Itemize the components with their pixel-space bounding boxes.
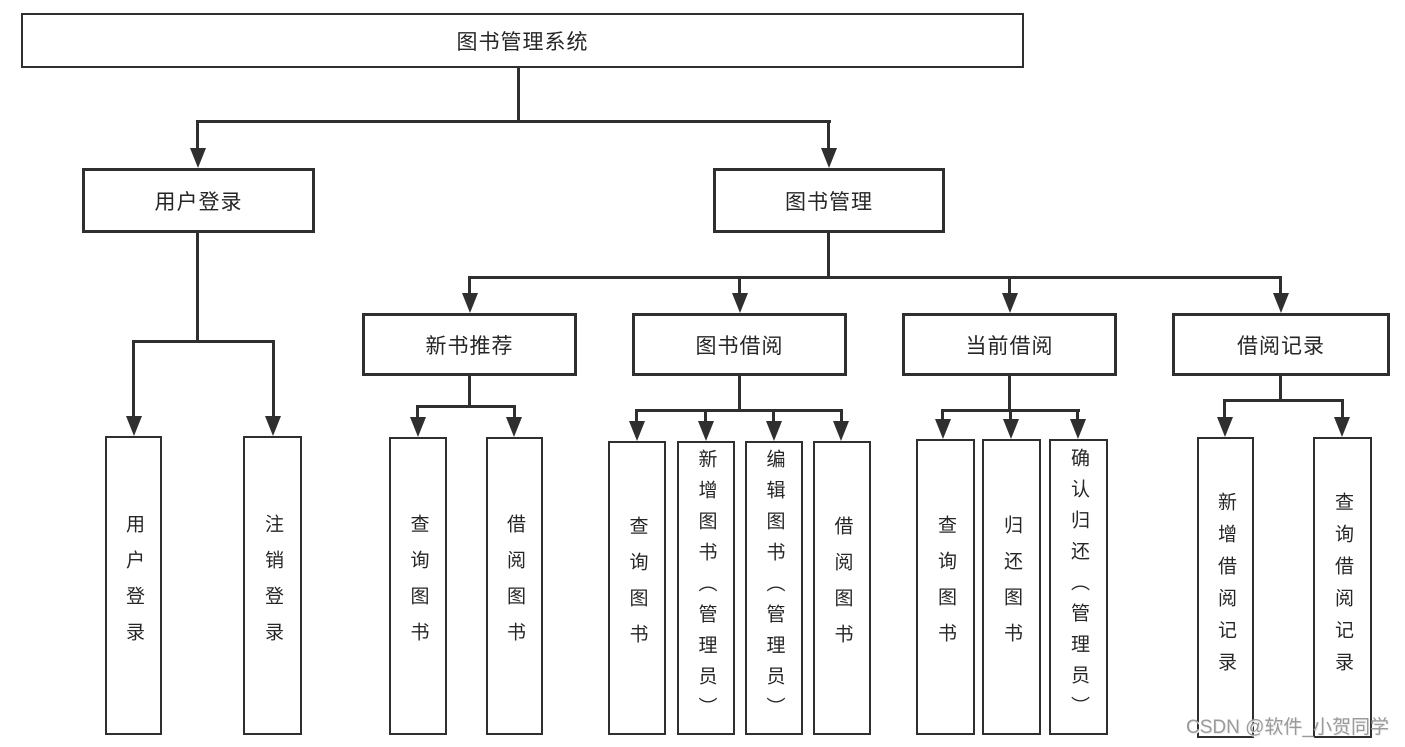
connector-line	[1008, 376, 1011, 412]
arrowhead-icon	[1070, 419, 1086, 439]
arrowhead-icon	[265, 416, 281, 436]
connector-line	[704, 409, 707, 423]
arrowhead-icon	[462, 293, 478, 313]
connector-line	[1279, 376, 1282, 402]
connector-line	[513, 405, 516, 419]
connector-line	[1279, 276, 1282, 295]
connector-line	[132, 340, 275, 343]
connector-line	[1223, 399, 1344, 402]
connector-line	[468, 276, 1282, 279]
connector-line	[941, 409, 944, 421]
arrowhead-icon	[833, 421, 849, 441]
arrowhead-icon	[629, 421, 645, 441]
connector-line	[1076, 409, 1079, 421]
arrowhead-icon	[1002, 293, 1018, 313]
connector-line	[416, 405, 419, 419]
connector-line	[827, 233, 830, 278]
connector-line	[827, 120, 830, 150]
arrowhead-icon	[1334, 417, 1350, 437]
connector-line	[635, 409, 843, 412]
node-leaf-query-borrow-record: 查询借阅记录	[1313, 437, 1372, 738]
connector-line	[196, 120, 199, 150]
node-leaf-borrow-books: 借阅图书	[813, 441, 871, 735]
connector-line	[635, 409, 638, 423]
node-leaf-query-books-current: 查询图书	[916, 439, 975, 735]
node-leaf-confirm-return-admin: 确认归还（管理员）	[1049, 439, 1108, 735]
connector-line	[840, 409, 843, 423]
node-leaf-user-login: 用户登录	[105, 436, 162, 735]
arrowhead-icon	[410, 417, 426, 437]
node-leaf-logout: 注销登录	[243, 436, 302, 735]
connector-line	[468, 276, 471, 295]
arrowhead-icon	[698, 421, 714, 441]
node-book-borrowing: 图书借阅	[632, 313, 847, 376]
connector-line	[772, 409, 775, 423]
node-leaf-borrow-books-recommend: 借阅图书	[486, 437, 543, 735]
node-leaf-query-books-recommend: 查询图书	[389, 437, 447, 735]
arrowhead-icon	[732, 293, 748, 313]
connector-line	[517, 68, 520, 123]
connector-line	[468, 376, 471, 408]
arrowhead-icon	[1273, 293, 1289, 313]
arrowhead-icon	[190, 148, 206, 168]
connector-line	[1009, 409, 1012, 421]
connector-line	[132, 340, 135, 418]
watermark: CSDN @软件_小贺同学	[1186, 717, 1389, 738]
connector-line	[1341, 399, 1344, 419]
node-leaf-add-books-admin: 新增图书（管理员）	[677, 441, 735, 735]
node-leaf-return-books: 归还图书	[982, 439, 1041, 735]
arrowhead-icon	[935, 419, 951, 439]
arrowhead-icon	[506, 417, 522, 437]
node-leaf-add-borrow-record: 新增借阅记录	[1197, 437, 1254, 738]
node-current-borrowing: 当前借阅	[902, 313, 1117, 376]
node-new-book-recommend: 新书推荐	[362, 313, 577, 376]
arrowhead-icon	[1003, 419, 1019, 439]
node-borrowing-records: 借阅记录	[1172, 313, 1390, 376]
node-library-management-system: 图书管理系统	[21, 13, 1024, 68]
node-leaf-query-books-borrow: 查询图书	[608, 441, 666, 735]
arrowhead-icon	[766, 421, 782, 441]
connector-line	[272, 340, 275, 418]
arrowhead-icon	[126, 416, 142, 436]
connector-line	[416, 405, 516, 408]
connector-line	[1223, 399, 1226, 419]
connector-line	[196, 233, 199, 343]
connector-line	[1008, 276, 1011, 295]
connector-line	[738, 276, 741, 295]
connector-line	[196, 120, 831, 123]
connector-line	[738, 376, 741, 412]
arrowhead-icon	[821, 148, 837, 168]
arrowhead-icon	[1217, 417, 1233, 437]
node-user-login: 用户登录	[82, 168, 315, 233]
node-leaf-edit-books-admin: 编辑图书（管理员）	[745, 441, 803, 735]
node-book-management: 图书管理	[713, 168, 945, 233]
